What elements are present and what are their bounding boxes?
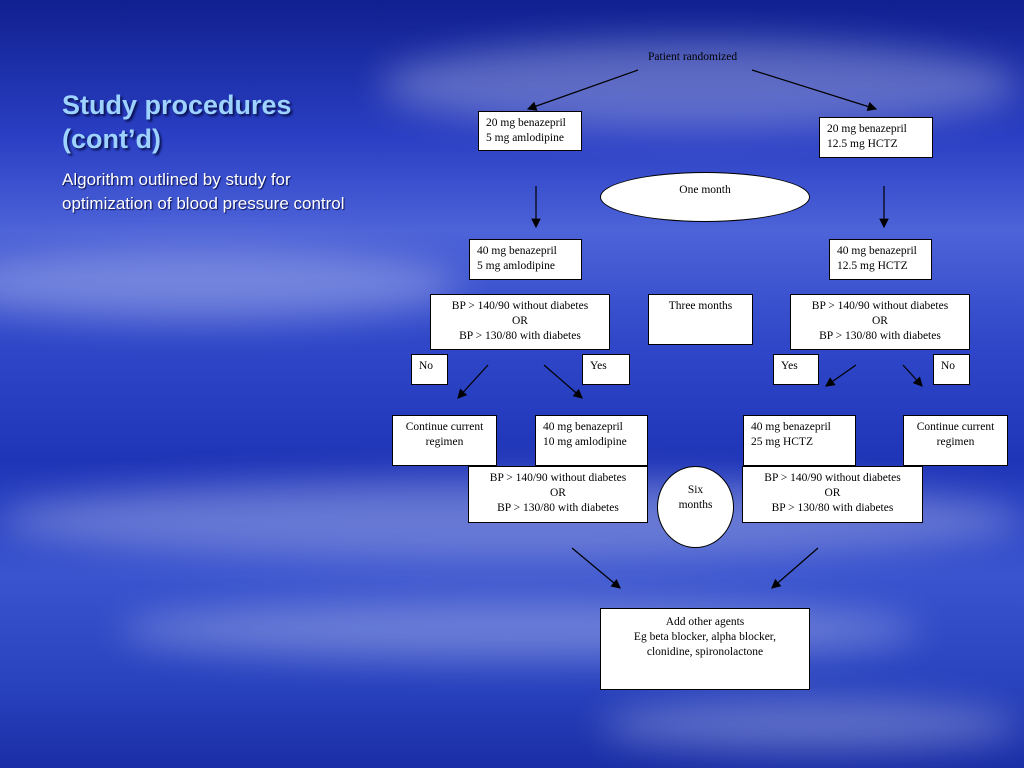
right-final-criteria-box: BP > 140/90 without diabetes OR BP > 130… bbox=[742, 466, 923, 523]
criteria-line-3: BP > 130/80 with diabetes bbox=[819, 330, 941, 342]
arrow-right-no bbox=[902, 364, 923, 387]
criteria-line-1: BP > 140/90 without diabetes bbox=[489, 472, 627, 484]
right-continue-box: Continue current regimen bbox=[903, 415, 1008, 466]
right-final-line-2: 25 mg HCTZ bbox=[751, 436, 813, 448]
criteria-line-1: BP > 140/90 without diabetes bbox=[811, 300, 949, 312]
criteria-line-3: BP > 130/80 with diabetes bbox=[771, 502, 894, 514]
add-agents-box: Add other agents Eg beta blocker, alpha … bbox=[600, 608, 810, 690]
continue-line-1: Continue current bbox=[916, 421, 995, 433]
patient-randomized-label: Patient randomized bbox=[648, 51, 738, 63]
left-final-criteria-box: BP > 140/90 without diabetes OR BP > 130… bbox=[468, 466, 648, 523]
left-final-line-1: 40 mg benazepril bbox=[543, 421, 623, 433]
left-40mg-line-2: 5 mg amlodipine bbox=[477, 260, 555, 272]
slide-subtitle: Algorithm outlined by study for optimiza… bbox=[62, 170, 345, 213]
right-40mg-line-2: 12.5 mg HCTZ bbox=[837, 260, 908, 272]
arrow-left-yes bbox=[543, 364, 583, 399]
criteria-line-3: BP > 130/80 with diabetes bbox=[497, 502, 619, 514]
left-40mg-line-1: 40 mg benazepril bbox=[477, 245, 557, 257]
right-yes-box: Yes bbox=[773, 354, 819, 385]
one-month-oval: One month bbox=[600, 172, 810, 222]
continue-line-1: Continue current bbox=[405, 421, 484, 433]
left-start-line-1: 20 mg benazepril bbox=[486, 117, 566, 129]
continue-line-2: regimen bbox=[936, 436, 975, 448]
criteria-line-3: BP > 130/80 with diabetes bbox=[459, 330, 581, 342]
left-no-box: No bbox=[411, 354, 448, 385]
arrow-randomized-right bbox=[751, 69, 878, 112]
right-40mg-line-1: 40 mg benazepril bbox=[837, 245, 917, 257]
right-criteria-box: BP > 140/90 without diabetes OR BP > 130… bbox=[790, 294, 970, 350]
left-start-box: 20 mg benazepril 5 mg amlodipine bbox=[478, 111, 582, 151]
criteria-line-2: OR bbox=[550, 487, 566, 499]
right-40mg-box: 40 mg benazepril 12.5 mg HCTZ bbox=[829, 239, 932, 280]
left-start-line-2: 5 mg amlodipine bbox=[486, 132, 564, 144]
add-agents-line-2: Eg beta blocker, alpha blocker, bbox=[633, 631, 777, 643]
criteria-line-2: OR bbox=[512, 315, 528, 327]
criteria-line-2: OR bbox=[824, 487, 841, 499]
arrow-right-yes bbox=[825, 364, 857, 387]
add-agents-line-3: clonidine, spironolactone bbox=[646, 646, 764, 658]
continue-line-2: regimen bbox=[425, 436, 464, 448]
left-continue-box: Continue current regimen bbox=[392, 415, 497, 466]
right-start-box: 20 mg benazepril 12.5 mg HCTZ bbox=[819, 117, 933, 158]
criteria-line-1: BP > 140/90 without diabetes bbox=[451, 300, 589, 312]
arrow-randomized-left bbox=[526, 69, 639, 111]
add-agents-line-1: Add other agents bbox=[665, 616, 745, 628]
left-yes-box: Yes bbox=[582, 354, 630, 385]
arrow-left-final bbox=[571, 547, 621, 589]
six-months-oval: Six months bbox=[657, 466, 734, 548]
arrow-right-final bbox=[771, 547, 819, 589]
slide-title: Study procedures (cont’d) bbox=[62, 90, 292, 154]
right-final-box: 40 mg benazepril 25 mg HCTZ bbox=[743, 415, 856, 466]
arrow-left-no bbox=[457, 364, 489, 399]
three-months-box: Three months bbox=[648, 294, 753, 345]
right-start-line-1: 20 mg benazepril bbox=[827, 123, 907, 135]
six-months-line-1: Six bbox=[687, 484, 704, 496]
right-final-line-1: 40 mg benazepril bbox=[751, 421, 831, 433]
criteria-line-2: OR bbox=[872, 315, 888, 327]
six-months-line-2: months bbox=[678, 499, 713, 511]
right-start-line-2: 12.5 mg HCTZ bbox=[827, 138, 898, 150]
left-criteria-box: BP > 140/90 without diabetes OR BP > 130… bbox=[430, 294, 610, 350]
right-no-box: No bbox=[933, 354, 970, 385]
left-final-line-2: 10 mg amlodipine bbox=[543, 436, 627, 448]
left-40mg-box: 40 mg benazepril 5 mg amlodipine bbox=[469, 239, 582, 280]
criteria-line-1: BP > 140/90 without diabetes bbox=[764, 472, 901, 484]
left-final-box: 40 mg benazepril 10 mg amlodipine bbox=[535, 415, 648, 466]
